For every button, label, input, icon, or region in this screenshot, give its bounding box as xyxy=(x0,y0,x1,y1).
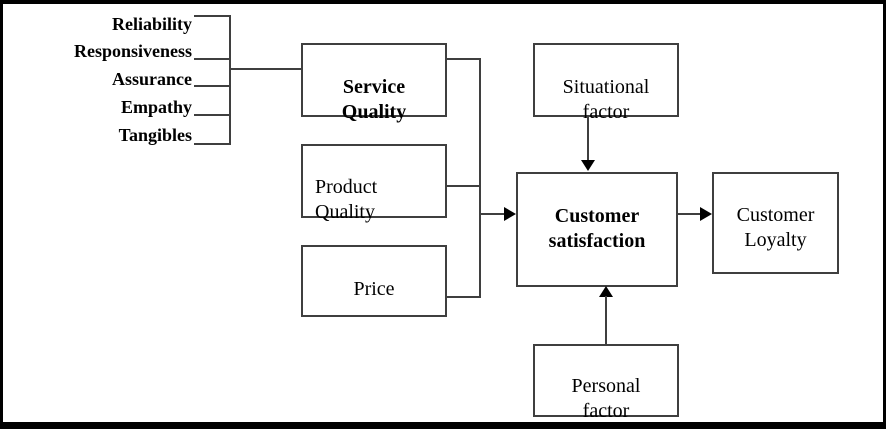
price-box: Price xyxy=(301,245,447,317)
dimension-label-responsiveness: Responsiveness xyxy=(73,41,192,61)
connector-service-quality-out xyxy=(445,58,481,60)
personal-factor-label: Personal factor xyxy=(571,375,641,422)
tick-empathy-line xyxy=(194,114,230,116)
dimension-label-empathy: Empathy xyxy=(120,97,192,117)
tick-responsiveness-line xyxy=(194,58,230,60)
arrow-line-personal-to-satisfaction xyxy=(605,296,607,344)
arrowhead-to-customer-loyalty xyxy=(700,207,712,221)
arrow-line-to-customer-satisfaction xyxy=(479,213,506,215)
connector-dimensions-to-service-quality xyxy=(229,68,302,70)
dimension-label-assurance: Assurance xyxy=(112,69,192,89)
connector-price-out xyxy=(445,296,481,298)
dimensions-bracket-line xyxy=(229,15,231,145)
customer-satisfaction-box: Customer satisfaction xyxy=(516,172,678,287)
customer-satisfaction-label: Customer satisfaction xyxy=(548,205,646,252)
situational-factor-box: Situational factor xyxy=(533,43,679,123)
customer-loyalty-label: Customer Loyalty xyxy=(736,204,815,251)
tick-tangibles-line xyxy=(194,143,230,145)
service-quality-label: Service Quality xyxy=(341,76,407,123)
arrow-line-to-customer-loyalty xyxy=(677,213,702,215)
tick-reliability-line xyxy=(194,15,230,17)
connector-product-quality-out xyxy=(445,185,481,187)
arrowhead-personal-to-satisfaction xyxy=(599,286,613,297)
dimension-label-reliability: Reliability xyxy=(112,14,192,34)
arrowhead-situational-to-satisfaction xyxy=(581,160,595,171)
customer-loyalty-box: Customer Loyalty xyxy=(712,172,839,274)
dimension-label-tangibles: Tangibles xyxy=(118,125,192,145)
personal-factor-box: Personal factor xyxy=(533,344,679,422)
arrowhead-to-customer-satisfaction xyxy=(504,207,516,221)
tick-assurance-line xyxy=(194,85,230,87)
price-label: Price xyxy=(353,278,395,300)
situational-factor-label: Situational factor xyxy=(562,76,650,123)
arrow-line-situational-to-satisfaction xyxy=(587,116,589,162)
connector-collector-line xyxy=(479,58,481,298)
product-quality-box: Product Quality xyxy=(301,144,447,223)
product-quality-label: Product Quality xyxy=(315,176,378,223)
service-quality-box: Service Quality xyxy=(301,43,447,123)
